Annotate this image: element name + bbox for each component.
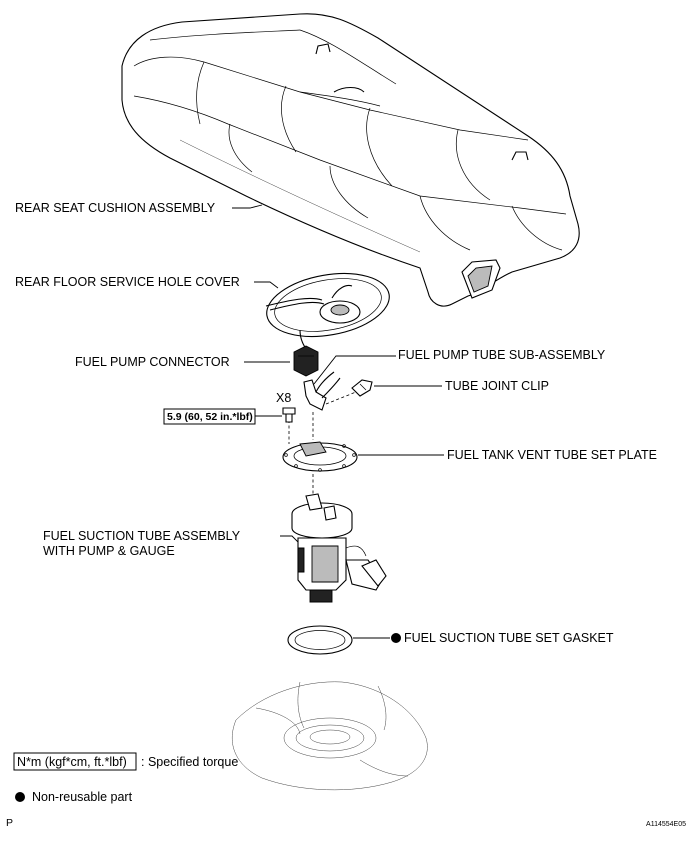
label-fuel-pump-tube: FUEL PUMP TUBE SUB-ASSEMBLY [398,348,606,362]
guide-clip-line [325,391,357,405]
fuel-suction-tube-drawing [291,493,387,603]
torque-value-box [163,408,256,425]
label-rear-seat-cushion: REAR SEAT CUSHION ASSEMBLY [15,201,216,215]
label-fuel-pump-connector: FUEL PUMP CONNECTOR [75,355,230,369]
legend-torque-box [13,752,137,771]
footer-page-letter: P [6,817,13,829]
tube-joint-clip-drawing [351,379,373,397]
leader-pump-tube [313,355,396,385]
label-quantity: X8 [276,391,291,405]
vent-tube-plate-drawing [282,441,358,472]
bolt-drawing [282,407,296,423]
leader-suction-tube [280,535,299,543]
label-tube-joint-clip: TUBE JOINT CLIP [445,379,549,393]
leader-rear-seat [232,204,263,209]
rear-seat-cushion-drawing [121,13,580,307]
label-rear-floor-cover: REAR FLOOR SERVICE HOLE COVER [15,275,240,289]
gasket-drawing [287,625,353,655]
legend-nonreusable-desc: Non-reusable part [32,790,133,804]
leader-floor-cover [254,281,279,289]
footer-figure-id: A114554E05 [646,821,686,828]
label-suction-tube-line1: FUEL SUCTION TUBE ASSEMBLY [43,529,241,543]
legend-nonreusable-icon [15,792,25,802]
fuel-pump-tube-drawing [303,371,341,411]
legend-torque-unit: N*m (kgf*cm, ft.*lbf) [17,755,127,769]
legend-torque-desc: : Specified torque [141,755,238,769]
fuel-pump-connector-drawing [293,329,319,377]
label-vent-tube-plate: FUEL TANK VENT TUBE SET PLATE [447,448,657,462]
label-torque-value: 5.9 (60, 52 in.*lbf) [167,411,253,423]
rear-floor-cover-drawing [265,273,390,337]
fuel-tank-outline [232,681,428,791]
label-suction-tube-line2: WITH PUMP & GAUGE [43,544,175,558]
label-gasket: FUEL SUCTION TUBE SET GASKET [404,631,614,645]
nonreusable-bullet-icon [391,633,401,643]
